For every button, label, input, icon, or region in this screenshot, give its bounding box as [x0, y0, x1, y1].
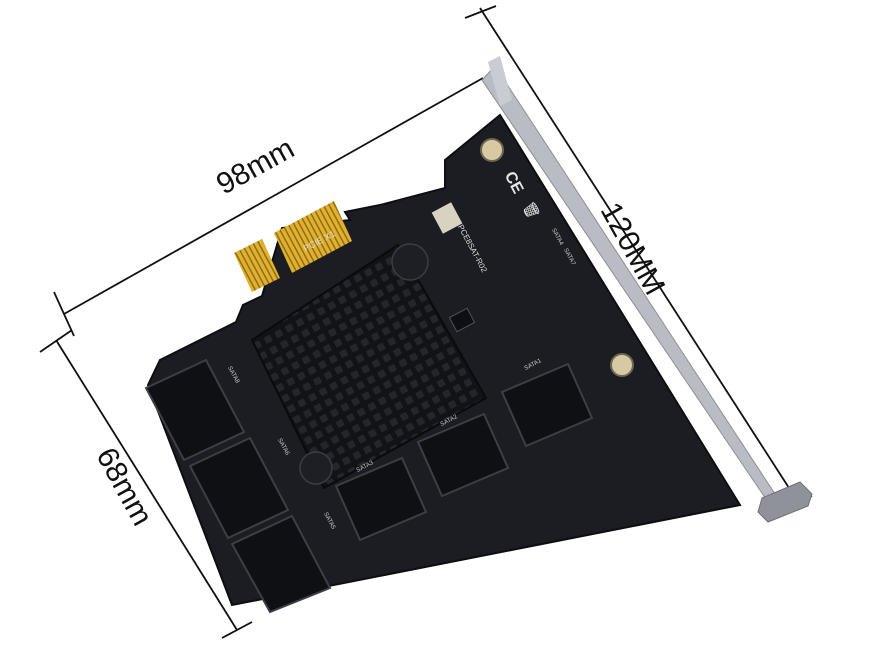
pcb-board — [146, 113, 742, 607]
dimension-line-length — [63, 77, 484, 315]
metal-bracket — [481, 56, 813, 523]
dimension-line-board-height — [55, 339, 238, 631]
sata-port — [416, 412, 510, 498]
sata-port — [334, 456, 428, 542]
sata-port — [500, 362, 594, 448]
dimension-line-bracket — [479, 7, 801, 506]
sata-port — [230, 514, 332, 614]
sata-ports-bottom — [334, 362, 594, 542]
sata-port — [188, 436, 290, 540]
dimension-lines — [39, 5, 813, 639]
sata-ports-left — [144, 358, 332, 614]
screw-top — [480, 138, 504, 162]
pcie-gold-fingers — [234, 239, 280, 292]
sata-port — [144, 358, 246, 462]
heatsink — [250, 243, 488, 490]
screw-bottom — [610, 353, 634, 377]
